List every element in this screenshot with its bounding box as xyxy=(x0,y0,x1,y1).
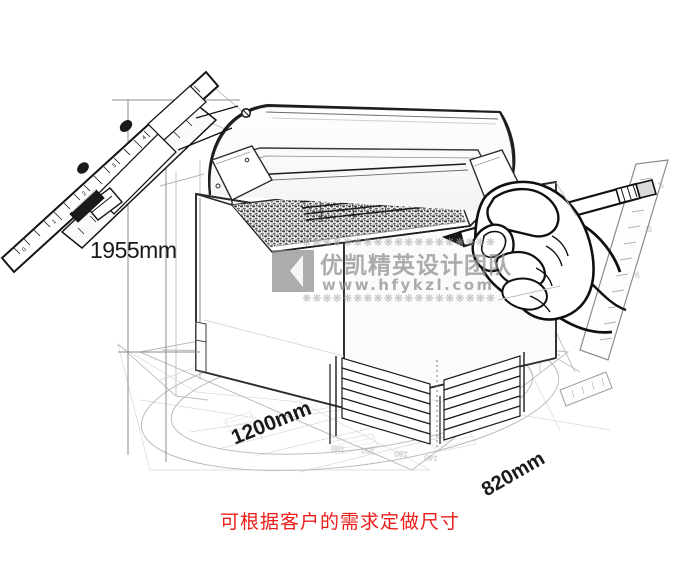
louver-vent-side xyxy=(439,352,525,444)
custom-size-caption: 可根据客户的需求定做尺寸 xyxy=(219,511,460,533)
svg-text:0: 0 xyxy=(21,246,28,253)
dimension-label-height: 1955mm xyxy=(90,237,177,263)
ruler: 10 20 30 xyxy=(559,159,669,407)
svg-text:30: 30 xyxy=(632,271,640,280)
svg-text:20: 20 xyxy=(644,225,652,234)
svg-text:10: 10 xyxy=(656,181,664,190)
svg-text:3: 3 xyxy=(111,162,118,169)
pencil-in-hand xyxy=(441,179,657,334)
svg-text:1: 1 xyxy=(51,218,58,225)
svg-text:140: 140 xyxy=(423,453,438,463)
vernier-caliper: 0 1 2 3 4 5 xyxy=(0,70,239,274)
side-construction-lines xyxy=(497,181,581,373)
svg-text:180: 180 xyxy=(393,449,408,459)
svg-text:4: 4 xyxy=(141,134,148,141)
svg-text:2: 2 xyxy=(81,190,88,197)
louver-vent-front xyxy=(329,356,431,445)
svg-text:180: 180 xyxy=(330,444,345,454)
